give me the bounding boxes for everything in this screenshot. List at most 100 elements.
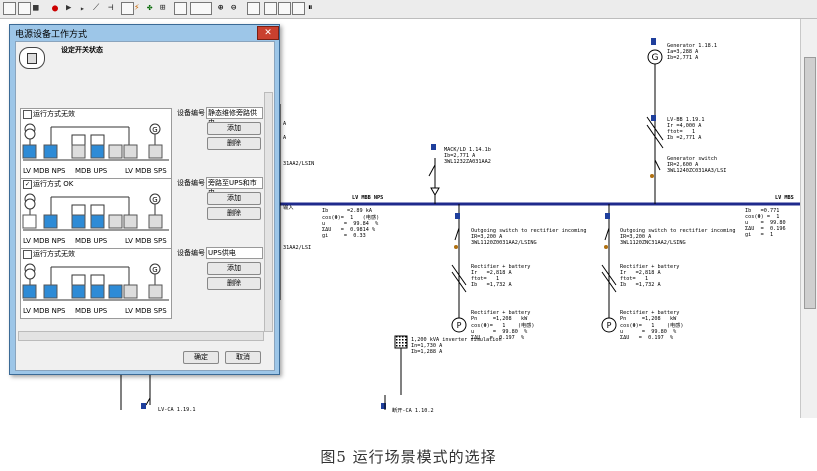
text-icon[interactable] <box>247 2 260 15</box>
close-button[interactable]: ✕ <box>257 26 279 40</box>
layout-dropdown[interactable] <box>190 2 212 15</box>
scrollbar-thumb[interactable] <box>804 57 816 309</box>
mode-label-ups: MDB UPS <box>75 167 108 175</box>
device-label: 设备编号 <box>177 109 205 117</box>
mode-label-sps: LV MDB SPS <box>125 237 167 245</box>
mode-status: 运行方式无效 <box>33 250 75 258</box>
generator-label: Generator 1.18.1 Ia=3,288 A Ib=2,771 A <box>667 43 717 61</box>
mode-label-nps: LV MDB NPS <box>23 237 66 245</box>
mode-panel: ✓ 运行方式 OK G <box>20 178 172 249</box>
mode-checkbox[interactable] <box>23 110 32 119</box>
add-button[interactable]: 添加 <box>207 192 261 205</box>
remove-button[interactable]: 删除 <box>207 137 261 150</box>
header-label: 设定开关状态 <box>61 46 103 54</box>
load-2: Rectifier + battery Pn =1,208 kW cos(Φ)=… <box>620 310 684 341</box>
tree-icon[interactable]: ✤ <box>147 3 153 13</box>
switch-state-icon <box>19 47 45 69</box>
switch-icon[interactable]: ⊣ <box>108 3 114 13</box>
device-label: 设备编号 <box>177 179 205 187</box>
mode-diagram: G <box>22 123 169 161</box>
wand-icon[interactable]: ⚡ <box>134 3 140 13</box>
mode-label-ups: MDB UPS <box>75 237 108 245</box>
generator-switch-label: Generator switch IR=2,600 A 3WL1240ZC031… <box>667 156 727 174</box>
load-symbol-1 <box>451 317 467 333</box>
bottom-label-2: 断开-CA 1.10.2 <box>392 408 434 414</box>
svg-text:G: G <box>152 266 157 274</box>
table-icon[interactable] <box>174 2 187 15</box>
view-a-icon[interactable] <box>264 2 277 15</box>
remove-button[interactable]: 删除 <box>207 277 261 290</box>
mode-diagram: G <box>22 263 169 301</box>
view-b-icon[interactable] <box>278 2 291 15</box>
left-part-a3: 输入 <box>283 205 294 211</box>
generator-symbol <box>647 49 663 65</box>
generator-breaker-icon <box>651 38 656 45</box>
horizontal-scrollbar[interactable] <box>18 331 264 341</box>
mode-label-sps: LV MDB SPS <box>125 307 167 315</box>
mode-label-ups: MDB UPS <box>75 307 108 315</box>
mode-label-nps: LV MDB NPS <box>23 307 66 315</box>
bottom-label-1: LV-CA 1.19.1 <box>158 407 196 413</box>
svg-text:G: G <box>152 126 157 134</box>
step-icon[interactable]: ▸ <box>80 4 85 13</box>
play-icon[interactable]: ▶ <box>66 3 72 13</box>
mode-panel: 运行方式无效 G <box>20 108 172 179</box>
left-part-a5: 31AA2/LSI <box>283 245 312 251</box>
svg-text:G: G <box>652 53 659 63</box>
vertical-scrollbar[interactable] <box>800 19 817 418</box>
mode-checkbox[interactable] <box>23 250 32 259</box>
toolbar: ▦ ● ▶ ▸ ⟋ ⊣ ⚡ ✤ ⊞ ⊕ ⊖ ⏸ <box>0 0 817 19</box>
load-symbol-2 <box>601 317 617 333</box>
svg-text:P: P <box>607 321 612 330</box>
bus-values: Ib =2.89 kA cos(Φ)= 1 (电感) u = 99.84 % Σ… <box>322 208 380 239</box>
pause-icon[interactable]: ⏸ <box>308 3 313 13</box>
chart-icon[interactable]: ⟋ <box>93 3 100 13</box>
add-button[interactable]: 添加 <box>207 262 261 275</box>
inverter-label: 1,200 kVA inverter simulation In=1,730 A… <box>411 337 502 355</box>
bus-name-right: LV MBS <box>775 195 794 201</box>
rectifier-1: Rectifier + battery Ir =2,818 A ftot= 1 … <box>471 264 531 288</box>
remove-button[interactable]: 删除 <box>207 207 261 220</box>
mode-diagram: G <box>22 193 169 231</box>
dialog-vertical-scrollbar[interactable] <box>264 92 273 332</box>
bus-name: LV MBB NPS <box>352 195 384 201</box>
add-button[interactable]: 添加 <box>207 122 261 135</box>
view-c-icon[interactable] <box>292 2 305 15</box>
mack-label: MACK/LD 1.14.1b Ib=2,771 A 3WL1232ZA031A… <box>444 147 491 165</box>
device-number-field[interactable]: 静态维修旁路供电 <box>206 107 263 127</box>
network-icon[interactable]: ⊞ <box>160 3 166 13</box>
figure-caption: 图5 运行场景模式的选择 <box>320 448 497 466</box>
outgoing-switch-1: Outgoing switch to rectifier incoming IR… <box>471 228 587 246</box>
left-part-a4: 31AA2/LSIN <box>283 161 315 167</box>
mode-label-nps: LV MDB NPS <box>23 167 66 175</box>
rectifier-2: Rectifier + battery Ir =2,818 A ftot= 1 … <box>620 264 680 288</box>
select-icon[interactable] <box>18 2 31 15</box>
mode-checkbox[interactable]: ✓ <box>23 180 32 189</box>
record-icon[interactable]: ● <box>52 3 59 14</box>
zoom-in-icon[interactable]: ⊕ <box>218 3 224 13</box>
calc-icon[interactable] <box>121 2 134 15</box>
device-number-field[interactable]: UPS供电 <box>206 247 263 259</box>
pen-icon[interactable] <box>3 2 16 15</box>
power-mode-dialog: 电源设备工作方式 ✕ 设定开关状态 运行方式无效 G <box>9 24 280 375</box>
grid-icon[interactable]: ▦ <box>33 3 39 13</box>
inverter-symbol <box>394 335 408 349</box>
dialog-title: 电源设备工作方式 <box>15 30 88 40</box>
device-label: 设备编号 <box>177 249 205 257</box>
ok-button[interactable]: 确定 <box>183 351 219 364</box>
left-part-a1: A <box>283 121 287 127</box>
left-part-a2: A <box>283 135 287 141</box>
zoom-out-icon[interactable]: ⊖ <box>231 3 237 13</box>
mode-status: 运行方式 OK <box>33 180 74 188</box>
mode-panel: 运行方式无效 G <box>20 248 172 319</box>
load-1: Rectifier + battery Pn =1,208 kW cos(Φ)=… <box>471 310 535 341</box>
device-number-field[interactable]: 旁路至UPS和市电 <box>206 177 263 197</box>
diagram-svg: G P P <box>120 38 800 410</box>
svg-text:G: G <box>152 196 157 204</box>
cancel-button[interactable]: 取消 <box>225 351 261 364</box>
mode-label-sps: LV MDB SPS <box>125 167 167 175</box>
bus-values-right: Ib =0.771 cos(Φ) = 1 u = 99.80 ΣΔU = 0.1… <box>745 208 786 238</box>
lv-busbar-label: LV-BB 1.19.1 Ir =4,000 A ftot= 1 Ib =2,7… <box>667 117 705 141</box>
svg-text:P: P <box>457 321 462 330</box>
dialog-body: 设定开关状态 运行方式无效 G <box>15 41 275 371</box>
